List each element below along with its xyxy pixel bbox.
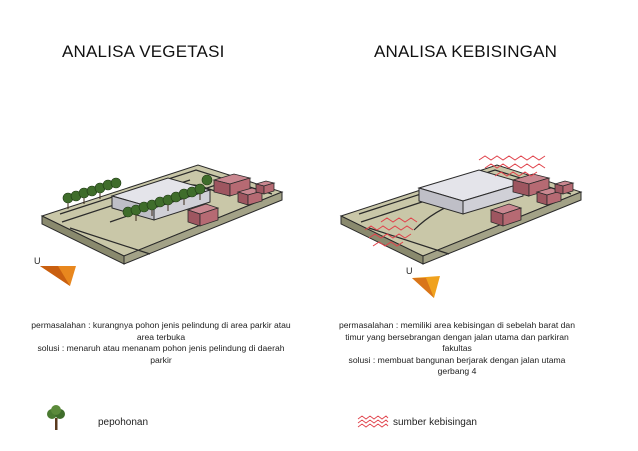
compass-letter: U xyxy=(34,256,41,266)
compass: U xyxy=(34,256,78,288)
noise-wave-icon xyxy=(357,415,389,428)
compass-arrow-icon xyxy=(412,276,440,298)
vegetation-problem: permasalahan : kurangnya pohon jenis pel… xyxy=(31,320,291,342)
vegetation-description: permasalahan : kurangnya pohon jenis pel… xyxy=(30,320,292,366)
noise-panel: ANALISA KEBISINGAN xyxy=(319,0,638,451)
noise-site-plan xyxy=(339,155,583,265)
vegetation-site-plan xyxy=(40,164,284,265)
compass-arrow-icon xyxy=(40,266,76,286)
vegetation-solution: solusi : menaruh atau menanam pohon jeni… xyxy=(37,343,285,365)
noise-solution: solusi : membuat bangunan berjarak denga… xyxy=(348,354,566,377)
noise-description: permasalahan : memiliki area kebisingan … xyxy=(337,320,577,378)
legend-noise-label: sumber kebisingan xyxy=(393,417,477,428)
noise-legend: sumber kebisingan xyxy=(357,405,577,433)
tree-icon xyxy=(47,405,65,430)
noise-waves-west xyxy=(364,217,418,247)
noise-waves-east xyxy=(478,155,546,177)
vegetation-legend: pepohonan xyxy=(46,405,246,433)
noise-title: ANALISA KEBISINGAN xyxy=(374,42,558,61)
compass: U xyxy=(406,266,450,298)
compass-letter: U xyxy=(406,266,413,276)
vegetation-panel: ANALISA VEGETASI xyxy=(30,42,292,433)
noise-problem: permasalahan : memiliki area kebisingan … xyxy=(339,320,575,353)
legend-trees-label: pepohonan xyxy=(98,417,149,428)
vegetation-title: ANALISA VEGETASI xyxy=(62,42,225,61)
